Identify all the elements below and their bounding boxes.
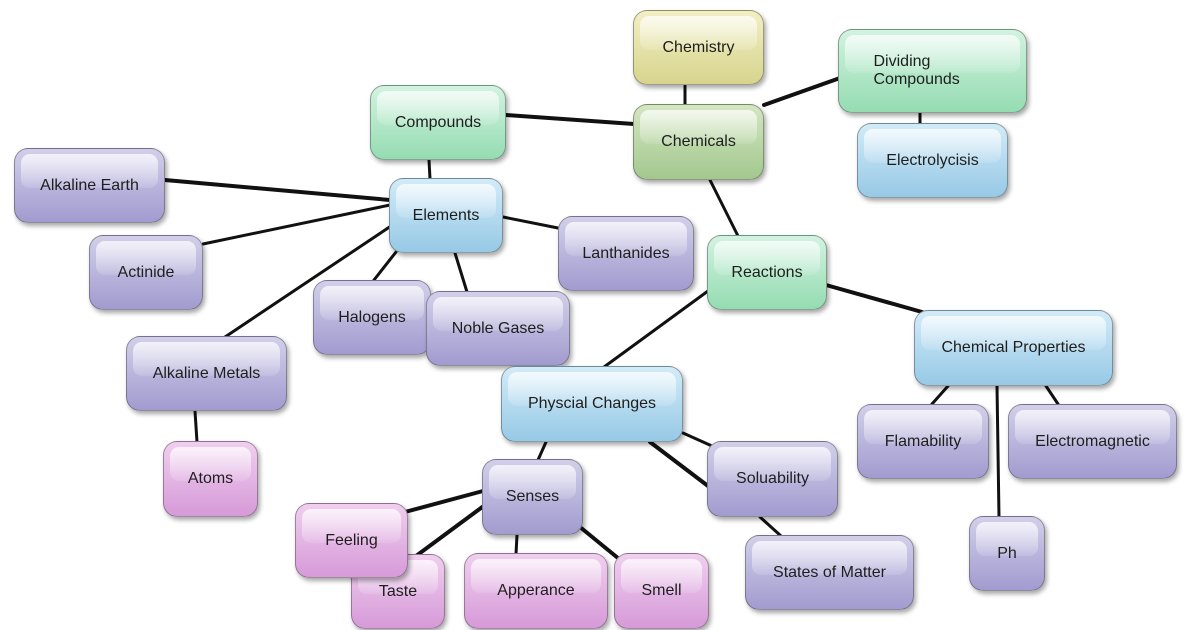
node-label: States of Matter [773,563,886,581]
link-chemicals-reactions [708,178,740,238]
node-electromagnetic[interactable]: Electromagnetic [1008,404,1177,479]
node-elements[interactable]: Elements [389,178,503,253]
link-elements-actinide [201,203,392,246]
node-label: Electrolycisis [886,151,979,169]
node-states-of-matter[interactable]: States of Matter [745,535,914,610]
link-reactions-physical-changes [602,289,710,369]
node-label: Feeling [325,531,378,549]
node-alkaline-metals[interactable]: Alkaline Metals [126,336,287,411]
node-feeling[interactable]: Feeling [295,503,408,578]
node-reactions[interactable]: Reactions [707,235,827,310]
node-electrolycisis[interactable]: Electrolycisis [857,123,1008,198]
node-label: Compounds [394,113,482,131]
node-label: Noble Gases [451,319,545,337]
node-label: Atoms [187,470,234,488]
link-senses-taste [414,503,487,558]
link-chemical-properties-electromagnetic [1044,384,1060,406]
link-alkaline-metals-atoms [193,409,199,444]
node-compounds[interactable]: Compounds [370,85,506,160]
node-ph[interactable]: Ph [969,516,1045,591]
link-chemicals-dividing-compounds [762,76,842,107]
node-chemical-properties[interactable]: Chemical Properties [914,310,1113,386]
node-label: Elements [412,206,480,224]
node-label: Apperance [497,582,575,600]
node-label: Electromagnetic [1035,432,1150,450]
node-halogens[interactable]: Halogens [313,280,431,355]
node-label: Ph [997,544,1017,562]
node-label: Taste [378,582,418,600]
node-chemistry[interactable]: Chemistry [633,10,764,85]
node-label: Physcial Changes [527,395,657,413]
link-elements-lanthanides [501,215,560,230]
node-label: Dividing Compounds [873,53,960,88]
node-chemicals[interactable]: Chemicals [633,104,764,180]
node-label: Reactions [731,263,803,281]
node-lanthanides[interactable]: Lanthanides [558,216,694,291]
node-label: Alkaline Earth [40,176,139,194]
node-soluability[interactable]: Soluability [707,441,838,517]
node-label: Chemicals [661,133,736,151]
node-label: Lanthanides [582,244,670,262]
node-physical-changes[interactable]: Physcial Changes [501,366,683,442]
link-elements-noble-gases [453,251,469,294]
link-elements-alkaline-metals [223,224,393,339]
link-physical-changes-soluability-2 [648,440,710,488]
link-reactions-chemical-properties [824,283,924,314]
link-chemical-properties-ph [995,384,1001,519]
node-smell[interactable]: Smell [614,553,709,629]
node-flamability[interactable]: Flamability [857,404,989,479]
node-label: Halogens [338,308,406,326]
node-actinide[interactable]: Actinide [89,235,203,310]
node-label: Smell [641,582,682,600]
link-physical-changes-soluability-1 [681,431,714,448]
node-label: Flamability [884,432,962,450]
node-atoms[interactable]: Atoms [163,441,258,517]
link-compounds-elements [427,158,432,181]
link-senses-feeling [403,489,485,514]
link-elements-alkaline-earth [163,178,392,202]
node-senses[interactable]: Senses [482,459,583,535]
link-physical-changes-senses [536,440,548,462]
node-dividing-compounds[interactable]: Dividing Compounds [838,29,1027,113]
node-label: Alkaline Metals [152,364,261,382]
link-elements-halogens [372,250,398,282]
node-label: Chemical Properties [941,339,1086,357]
link-soluability-states-of-matter [758,515,783,538]
node-label: Chemistry [662,38,735,56]
link-chemicals-compounds [504,113,636,126]
node-label: Senses [505,488,560,506]
node-noble-gases[interactable]: Noble Gases [426,291,570,366]
link-chemical-properties-flamability [930,384,950,406]
link-senses-apperance [514,533,519,556]
node-alkaline-earth[interactable]: Alkaline Earth [14,148,165,223]
node-apperance[interactable]: Apperance [464,553,608,629]
node-label: Soluability [736,470,809,488]
node-label: Actinide [117,263,175,281]
